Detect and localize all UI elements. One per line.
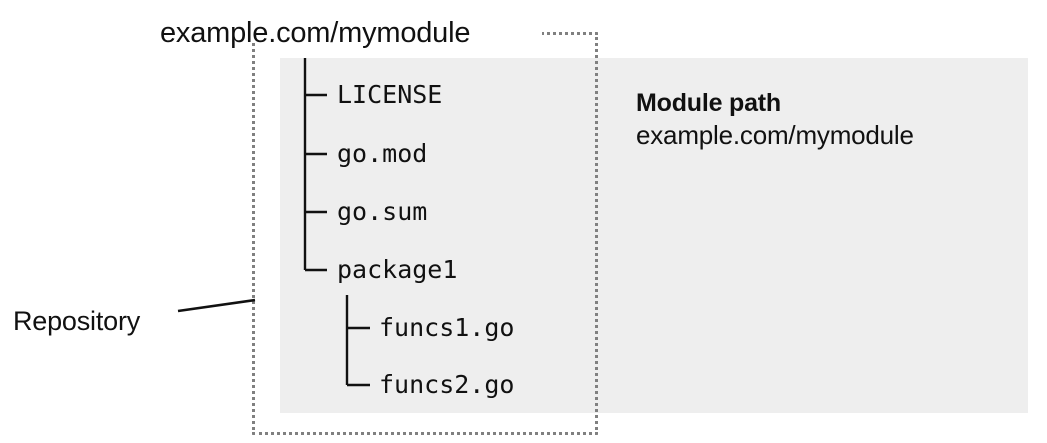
- repository-callout-leader-line: [177, 298, 256, 313]
- tree-node-funcs1-go[interactable]: funcs1.go: [379, 313, 515, 342]
- module-path-value: example.com/mymodule: [636, 120, 914, 150]
- tree-node-license[interactable]: LICENSE: [337, 80, 443, 109]
- file-tree: LICENSE go.mod go.sum package1 funcs1.go…: [280, 58, 610, 413]
- file-tree-connectors: [303, 58, 370, 387]
- tree-node-package1[interactable]: package1: [337, 255, 458, 284]
- tree-node-go-mod[interactable]: go.mod: [337, 139, 428, 168]
- module-panel: [280, 58, 1028, 413]
- module-path-heading: Module path: [636, 89, 782, 117]
- tree-node-go-sum[interactable]: go.sum: [337, 197, 428, 226]
- tree-node-funcs2-go[interactable]: funcs2.go: [379, 370, 515, 399]
- module-path-annotation: Module path example.com/mymodule: [636, 88, 1016, 152]
- repository-callout-label: Repository: [13, 306, 141, 336]
- repository-boundary-title-gap: [250, 24, 542, 42]
- repository-title: example.com/mymodule: [160, 17, 471, 49]
